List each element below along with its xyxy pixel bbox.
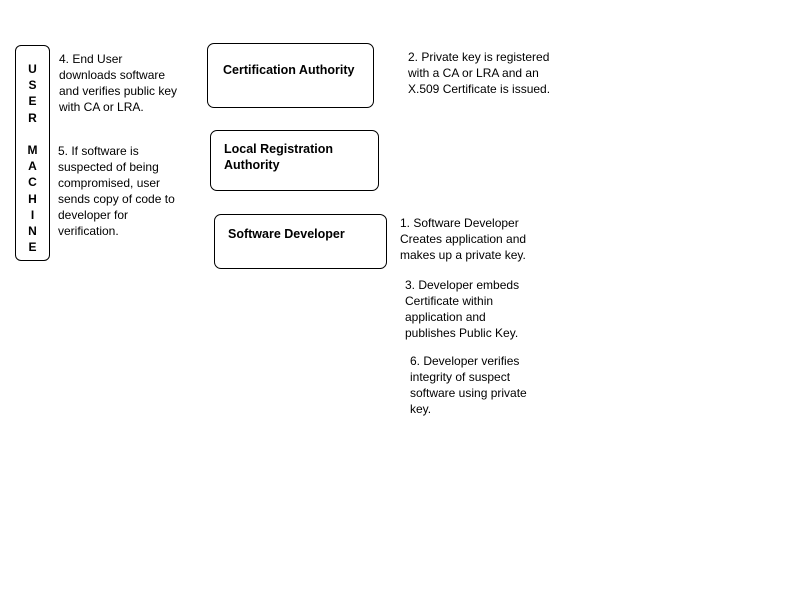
step-2-note: 2. Private key is registered with a CA o… [408, 50, 551, 96]
user-machine-label: U S E R M A C H I N E [27, 62, 38, 255]
local-registration-authority-box: Local Registration Authority [210, 130, 379, 191]
software-developer-label: Software Developer [228, 227, 345, 241]
user-machine-box: U S E R M A C H I N E [15, 45, 50, 261]
step-4-note: 4. End User downloads software and verif… [59, 52, 178, 114]
step-6-note: 6. Developer verifies integrity of suspe… [410, 354, 527, 416]
local-registration-authority-label: Local Registration Authority [224, 142, 334, 172]
software-developer-box: Software Developer [214, 214, 387, 269]
step-1-note: 1. Software Developer Creates applicatio… [400, 216, 527, 262]
step-3-note: 3. Developer embeds Certificate within a… [405, 278, 520, 340]
step-5-note: 5. If software is suspected of being com… [58, 144, 175, 238]
certification-authority-label: Certification Authority [223, 63, 355, 77]
certification-authority-box: Certification Authority [207, 43, 374, 108]
